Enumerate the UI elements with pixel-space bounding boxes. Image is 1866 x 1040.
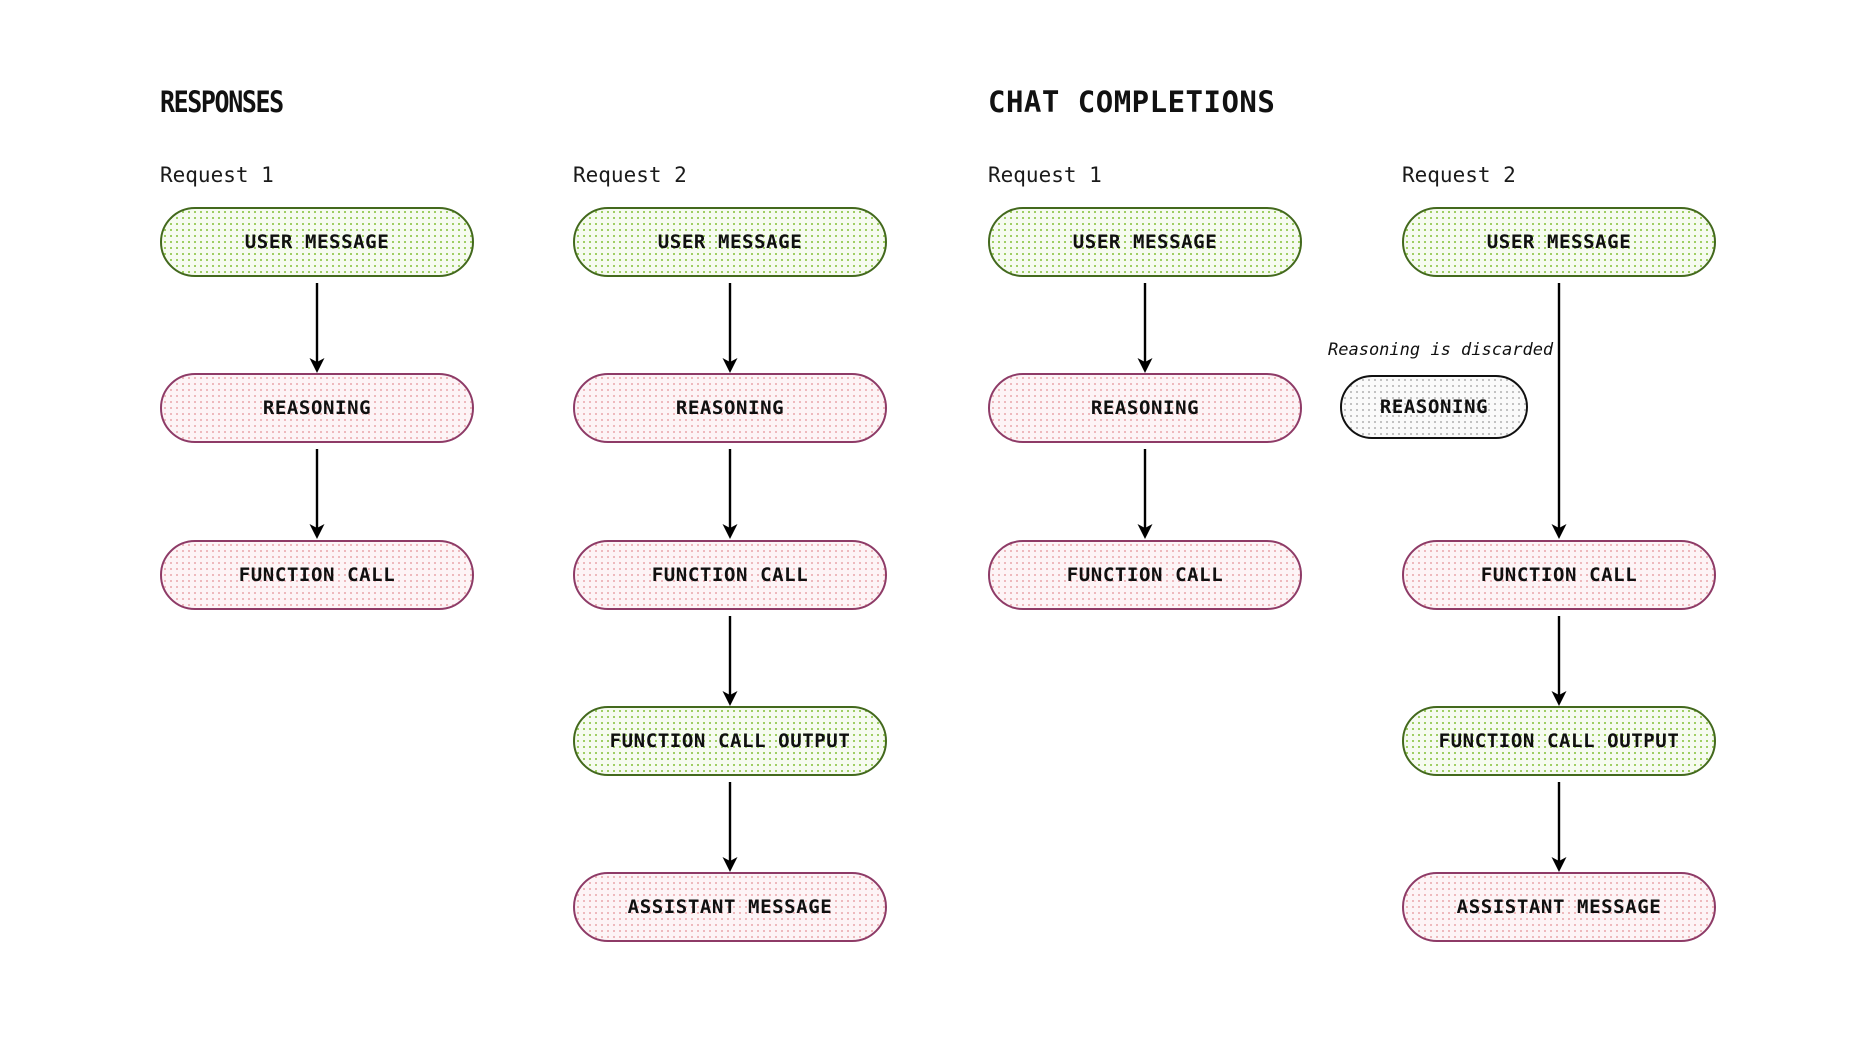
arrow-responses-r1-reasoning-to-function-call [302,449,332,541]
node-chat-r1-reasoning[interactable]: REASONING [988,373,1302,443]
node-responses-r1-user-message[interactable]: USER MESSAGE [160,207,474,277]
node-responses-r2-function-call-output[interactable]: FUNCTION CALL OUTPUT [573,706,887,776]
arrow-chat-r1-reasoning-to-function-call [1130,449,1160,541]
arrow-chat-r2-user-to-function-call [1544,283,1574,541]
node-chat-r2-reasoning-discarded[interactable]: REASONING [1340,375,1528,439]
arrow-chat-r2-function-call-to-output [1544,616,1574,708]
note-reasoning-discarded: Reasoning is discarded [1328,340,1554,360]
request-label-responses-1: Request 1 [160,163,274,187]
arrow-responses-r2-reasoning-to-function-call [715,449,745,541]
arrow-responses-r2-output-to-assistant [715,782,745,874]
arrow-responses-r1-user-to-reasoning [302,283,332,375]
node-chat-r1-user-message[interactable]: USER MESSAGE [988,207,1302,277]
node-responses-r2-reasoning[interactable]: REASONING [573,373,887,443]
arrow-chat-r2-output-to-assistant [1544,782,1574,874]
node-chat-r2-function-call[interactable]: FUNCTION CALL [1402,540,1716,610]
arrow-chat-r1-user-to-reasoning [1130,283,1160,375]
node-chat-r1-function-call[interactable]: FUNCTION CALL [988,540,1302,610]
section-title-responses: RESPONSES [160,85,284,119]
request-label-chat-1: Request 1 [988,163,1102,187]
request-label-responses-2: Request 2 [573,163,687,187]
node-chat-r2-function-call-output[interactable]: FUNCTION CALL OUTPUT [1402,706,1716,776]
node-responses-r2-user-message[interactable]: USER MESSAGE [573,207,887,277]
node-chat-r2-assistant-message[interactable]: ASSISTANT MESSAGE [1402,872,1716,942]
arrow-responses-r2-user-to-reasoning [715,283,745,375]
arrow-responses-r2-function-call-to-output [715,616,745,708]
request-label-chat-2: Request 2 [1402,163,1516,187]
section-title-chat-completions: CHAT COMPLETIONS [988,85,1276,119]
node-responses-r1-function-call[interactable]: FUNCTION CALL [160,540,474,610]
node-chat-r2-user-message[interactable]: USER MESSAGE [1402,207,1716,277]
node-responses-r1-reasoning[interactable]: REASONING [160,373,474,443]
node-responses-r2-assistant-message[interactable]: ASSISTANT MESSAGE [573,872,887,942]
node-responses-r2-function-call[interactable]: FUNCTION CALL [573,540,887,610]
